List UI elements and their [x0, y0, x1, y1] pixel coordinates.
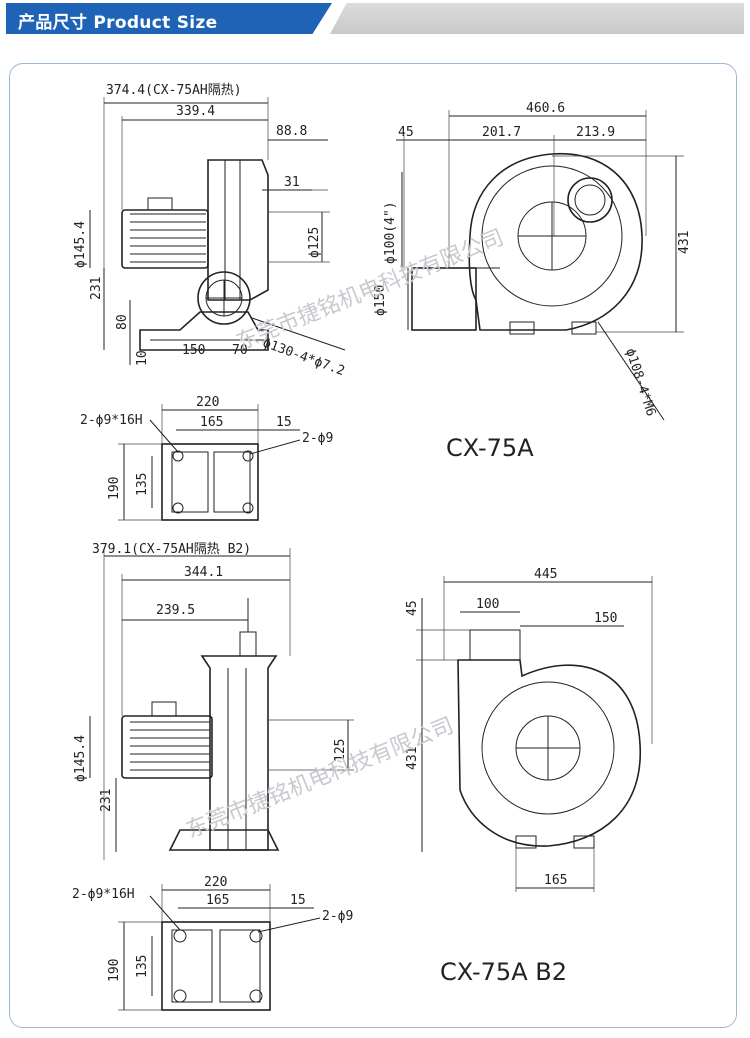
bottom-front-view: 445 45 100 150 431 165: [405, 567, 653, 892]
model-label-top: CX-75A: [446, 434, 534, 462]
dim-460: 460.6: [526, 101, 565, 116]
dim-231: 231: [89, 277, 104, 300]
dim-phi125: ϕ125: [307, 227, 322, 258]
dim-239: 239.5: [156, 603, 195, 618]
dim-phi145: ϕ145.4: [73, 221, 88, 268]
dim-15-bottom: 15: [290, 893, 306, 908]
dim-flange-front: ϕ108-4*M6: [622, 347, 658, 419]
page-title: 产品尺寸 Product Size: [18, 13, 218, 33]
dim-80: 80: [115, 314, 130, 330]
dim-220-bottom: 220: [204, 875, 227, 890]
top-side-view: 374.4(CX-75AH隔热) 339.4 88.8 31 ϕ125 ϕ145…: [73, 83, 347, 379]
dim-phi150: ϕ150: [373, 285, 388, 316]
dim-45-bottom: 45: [405, 600, 420, 616]
dim-100: 100: [476, 597, 499, 612]
header-bar: 产品尺寸 Product Size: [0, 0, 750, 40]
header-title-background: [6, 3, 332, 34]
header-stripe: [330, 3, 744, 34]
dim-88: 88.8: [276, 124, 307, 139]
dim-holes-bottom: 2-ϕ9*16H: [72, 887, 135, 902]
dim-231-bottom: 231: [99, 789, 114, 812]
dim-10: 10: [135, 350, 150, 366]
dim-holes-top: 2-ϕ9*16H: [80, 413, 143, 428]
dim-445: 445: [534, 567, 557, 582]
dim-135-bottom: 135: [135, 955, 150, 978]
dim-431-top: 431: [677, 231, 692, 254]
dim-phi145-bottom: ϕ145.4: [73, 735, 88, 782]
dim-339: 339.4: [176, 104, 215, 119]
dim-165-top: 165: [200, 415, 223, 430]
top-base-view: 220 165 15 2-ϕ9*16H 2-ϕ9 190 135 CX-75A: [80, 395, 534, 521]
dim-70: 70: [232, 343, 248, 358]
dim-150-bottom: 150: [594, 611, 617, 626]
dim-201: 201.7: [482, 125, 521, 140]
dim-190-top: 190: [107, 477, 122, 500]
dim-phi100: ϕ100(4"): [383, 201, 398, 264]
dim-15-top: 15: [276, 415, 292, 430]
dim-45-top: 45: [398, 125, 414, 140]
dim-31: 31: [284, 175, 300, 190]
dim-holes2-top: 2-ϕ9: [302, 431, 333, 446]
bottom-side-view: 379.1(CX-75AH隔热 B2) 344.1 239.5 ϕ145.4 1…: [73, 542, 354, 860]
model-label-bottom: CX-75A B2: [440, 958, 567, 986]
dim-125-bottom: 125: [333, 739, 348, 762]
dim-213: 213.9: [576, 125, 615, 140]
dim-344: 344.1: [184, 565, 223, 580]
watermark-bottom: 东莞市捷铭机电科技有限公司: [183, 713, 458, 843]
watermark-top: 东莞市捷铭机电科技有限公司: [233, 225, 508, 355]
dim-135-top: 135: [135, 473, 150, 496]
dim-220-top: 220: [196, 395, 219, 410]
dim-holes2-bottom: 2-ϕ9: [322, 909, 353, 924]
dim-431-bottom: 431: [405, 747, 420, 770]
dim-190-bottom: 190: [107, 959, 122, 982]
dim-165-front-bottom: 165: [544, 873, 567, 888]
dim-165-bottom: 165: [206, 893, 229, 908]
drawing-panel: [9, 63, 737, 1028]
bottom-base-view: 220 165 15 2-ϕ9*16H 2-ϕ9 190 135 CX-75A …: [72, 875, 567, 1011]
dim-overall-bottom: 379.1(CX-75AH隔热 B2): [92, 542, 251, 557]
dim-150: 150: [182, 343, 205, 358]
dim-overall-top: 374.4(CX-75AH隔热): [106, 83, 242, 98]
